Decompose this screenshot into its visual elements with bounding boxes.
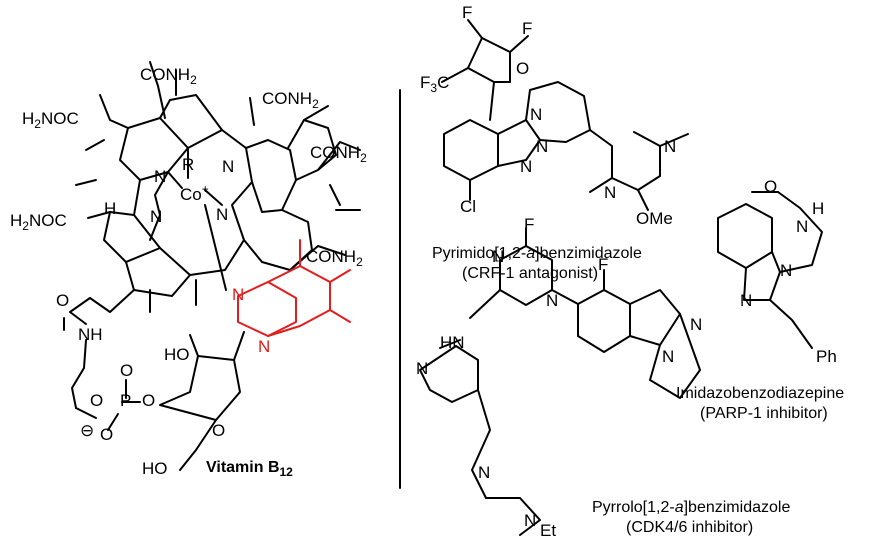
pyrrolo-n1-label: N [492,247,504,266]
imid-n1-label: N [796,217,808,236]
n2-label: N [222,157,234,176]
conh2-right-low-label: CONH2 [306,247,363,269]
pyr-n-d: N [664,137,676,156]
pyrrolo-n4-label: N [690,315,702,334]
minus-charge: ⊖ [80,421,94,440]
vitamin-b12-bonds [63,61,361,471]
imid-n2-label: N [780,261,792,280]
imidazo-name: Imidazobenzodiazepine [676,385,844,402]
vitamin-b12-labels: CONH2 CONH2 CONH2 CONH2 H2NOC H2NOC R Co… [10,65,367,479]
pyrrolo-role: (CDK4/6 inhibitor) [626,519,753,536]
ribose-o-label: O [212,421,225,440]
pyrimido-role: (CRF-1 antagonist) [462,265,598,282]
cl-label: Cl [460,197,476,216]
ether-o-label: O [516,59,529,78]
imid-h-label: H [812,199,824,218]
pyrimido-name: Pyrimido[1,2-a]benzimidazole [432,245,642,262]
pyr-n-b: N [536,137,548,156]
pyrrolo-labels: F F N N HN N N N N N Et Pyrrolo[1,2-a]be… [416,215,790,540]
f2-label: F [522,19,532,38]
ho2-label: HO [142,459,168,478]
pyrrolo-bonds [419,227,701,536]
pyrimido-labels: F F F3C O Cl N N N N N OMe Pyrimido[1,2-… [420,3,676,282]
pyrrolo-hn-label: HN [440,333,465,352]
pyrimido-bonds [441,19,689,211]
nh-label: NH [78,325,103,344]
ho1-label: HO [164,345,190,364]
imid-o-label: O [764,177,777,196]
pyrrolo-n5-label: N [662,347,674,366]
et-label: Et [540,521,556,538]
ph-label: Ph [816,347,837,366]
n4-label: N [216,205,228,224]
cobalt-label: Co+ [180,182,209,204]
imidazo-bonds [717,191,823,349]
amide-o-label: O [56,291,69,310]
bzim-n1-label: N [232,285,244,304]
f1-label: F [462,3,472,22]
ome-label: OMe [636,209,673,228]
conh2-right-mid-label: CONH2 [310,143,367,165]
pyr-n-c: N [520,157,532,176]
benzimidazole-red [237,239,351,337]
pyrrolo-n7-label: N [524,511,536,530]
imid-n3-label: N [740,291,752,310]
conh2-top-label: CONH2 [140,65,197,87]
h2noc-mid-label: H2NOC [10,211,67,233]
vitamin-b12-caption: Vitamin B12 [206,459,293,479]
n3-label: N [150,207,162,226]
o-p3-label: O [142,391,155,410]
o-p4-label: O [100,425,113,444]
f3c-label: F3C [420,73,449,95]
bzim-n2-label: N [258,337,270,356]
h2noc-top-label: H2NOC [22,109,79,131]
imidazo-role: (PARP-1 inhibitor) [700,405,828,422]
r-label: R [182,155,194,174]
pyrrolo-name: Pyrrolo[1,2-a]benzimidazole [592,499,790,516]
imidazo-labels: O H N N N Ph Imidazobenzodiazepine (PARP… [676,177,844,422]
o-p1-label: O [120,361,133,380]
n1-label: N [154,167,166,186]
pyrrolo-f2-label: F [524,215,534,234]
h-label: H [104,199,116,218]
pyrrolo-n2-label: N [546,291,558,310]
pyrrolo-n3-label: N [416,359,428,378]
pyrrolo-n6-label: N [478,463,490,482]
conh2-right-top-label: CONH2 [262,89,319,111]
o-p2-label: O [90,391,103,410]
pyrrolo-f1-label: F [598,255,608,274]
p-label: P [120,391,131,410]
pyr-n-e: N [604,183,616,202]
pyr-n-a: N [530,105,542,124]
